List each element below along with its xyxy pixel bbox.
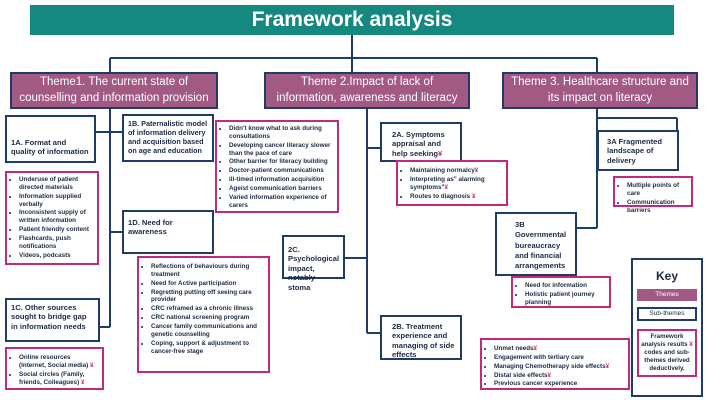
code-item: Videos, podcasts bbox=[19, 252, 94, 260]
code-item: Doctor-patient communications bbox=[229, 167, 334, 175]
key-legend: Key Themes Sub-themes Framework analysis… bbox=[631, 258, 703, 397]
code-item: Managing Chemotherapy side effects¥ bbox=[494, 363, 625, 371]
subtheme-1d: 1D. Need for awareness bbox=[122, 210, 214, 254]
code-text: Distal side effects bbox=[494, 371, 548, 379]
code-item: Coping, support & adjustment to cancer-f… bbox=[151, 340, 265, 356]
code-item: CRC national screening program bbox=[151, 314, 265, 322]
code-item: Varied information experience of carers bbox=[229, 194, 334, 210]
code-text: Interpreting as" alarming symptoms" bbox=[410, 175, 485, 191]
code-item: Patient friendly content bbox=[19, 226, 94, 234]
code-item: Didn't know what to ask during consultat… bbox=[229, 125, 334, 141]
subtheme-2a: 2A. Symptoms appraisal and help seeking¥ bbox=[380, 122, 462, 162]
code-item: Routes to diagnosis ¥ bbox=[410, 193, 503, 201]
code-text: Routes to diagnosis bbox=[410, 192, 471, 200]
code-text: Online resources (Internet, Social media… bbox=[19, 354, 89, 369]
codes-1d: Reflections of behaviours during treatme… bbox=[137, 256, 270, 373]
code-item: Other barrier for literacy building bbox=[229, 158, 334, 166]
subtheme-3b: 3B Governmental bureaucracy and financia… bbox=[495, 212, 577, 276]
code-item: Online resources (Internet, Social media… bbox=[19, 354, 99, 370]
subtheme-2a-label: 2A. Symptoms appraisal and help seeking bbox=[392, 130, 445, 158]
theme-3-box: Theme 3. Healthcare structure and its im… bbox=[502, 72, 698, 109]
code-text: Unmet needs bbox=[494, 345, 534, 352]
code-text: Maintaining normalcy bbox=[410, 167, 475, 174]
key-note: Framework analysis results ¥ codes and s… bbox=[637, 329, 697, 378]
theme-2-box: Theme 2.Impact of lack of information, a… bbox=[264, 72, 470, 109]
code-item: Developing cancer literacy slower than t… bbox=[229, 142, 334, 158]
code-item: Interpreting as" alarming symptoms"¥ bbox=[410, 176, 503, 192]
code-item: Communication barriers bbox=[627, 199, 688, 215]
code-item: ill-timed information acquisition bbox=[229, 176, 334, 184]
code-item: Cancer family communications and genetic… bbox=[151, 323, 265, 339]
code-item: Previous cancer experience bbox=[494, 380, 625, 388]
code-item: Need for Active participation bbox=[151, 280, 265, 288]
code-item: Information supplied verbally bbox=[19, 193, 94, 209]
code-item: Flashcards, push notifications bbox=[19, 235, 94, 251]
marker-symbol: ¥ bbox=[444, 183, 448, 191]
code-item: Ageist communication barriers bbox=[229, 185, 334, 193]
code-item: Underuse of patient directed materials bbox=[19, 176, 94, 192]
subtheme-3a: 3A Fragmented landscape of delivery bbox=[597, 130, 679, 171]
key-subthemes-swatch: Sub-themes bbox=[637, 307, 697, 321]
marker-symbol: ¥ bbox=[689, 341, 693, 349]
code-item: Need for information bbox=[525, 282, 606, 290]
code-item: Engagement with tertiary care bbox=[494, 354, 625, 362]
code-item: Multiple points of care bbox=[627, 182, 688, 198]
codes-1c: Online resources (Internet, Social media… bbox=[5, 347, 104, 390]
codes-2b: Unmet needs¥ Engagement with tertiary ca… bbox=[480, 338, 630, 390]
marker-symbol: ¥ bbox=[547, 371, 552, 379]
code-item: Holistic patient journey planning bbox=[525, 291, 606, 307]
marker-symbol: ¥ bbox=[90, 361, 94, 369]
marker-symbol: ¥ bbox=[474, 167, 479, 174]
code-item: Reflections of behaviours during treatme… bbox=[151, 263, 265, 279]
marker-symbol: ¥ bbox=[80, 378, 85, 386]
code-item: Distal side effects¥ bbox=[494, 372, 625, 380]
subtheme-2c: 2C. Psychological impact, notably stoma bbox=[282, 235, 345, 292]
key-themes-swatch: Themes bbox=[637, 289, 697, 301]
subtheme-2b: 2B. Treatment experience and managing of… bbox=[380, 315, 462, 360]
codes-1a: Underuse of patient directed materials I… bbox=[5, 171, 99, 265]
key-note-prefix: Framework analysis results bbox=[641, 333, 688, 349]
codes-3a: Multiple points of care Communication ba… bbox=[613, 176, 693, 214]
theme-1-box: Theme1. The current state of counselling… bbox=[10, 72, 218, 109]
code-item: Maintaining normalcy¥ bbox=[410, 167, 503, 175]
subtheme-1c: 1C. Other sources sought to bridge gap i… bbox=[5, 298, 100, 342]
subtheme-1b: 1B. Paternalistic model of information d… bbox=[122, 114, 214, 162]
code-item: CRC reframed as a chronic illness bbox=[151, 305, 265, 313]
code-item: Inconsistent supply of written informati… bbox=[19, 209, 94, 225]
codes-1b: Didn't know what to ask during consultat… bbox=[215, 120, 339, 213]
subtheme-1a: 1A. Format and quality of information bbox=[5, 115, 96, 163]
code-item: Regretting putting off seeing care provi… bbox=[151, 289, 265, 305]
code-text: Managing Chemotherapy side effects bbox=[494, 362, 606, 370]
page-title: Framework analysis bbox=[30, 5, 674, 35]
marker-symbol: ¥ bbox=[533, 345, 538, 352]
codes-3b: Need for information Holistic patient jo… bbox=[511, 276, 611, 308]
codes-2a: Maintaining normalcy¥ Interpreting as" a… bbox=[396, 160, 508, 206]
marker-symbol: ¥ bbox=[438, 148, 443, 158]
key-note-suffix: codes and sub-themes derived deductively… bbox=[644, 349, 690, 373]
key-title: Key bbox=[655, 269, 678, 283]
code-text: Social circles (Family, friends, Colleag… bbox=[19, 370, 85, 386]
code-item: Social circles (Family, friends, Colleag… bbox=[19, 371, 99, 387]
marker-symbol: ¥ bbox=[605, 362, 610, 370]
code-item: Unmet needs¥ bbox=[494, 345, 625, 353]
marker-symbol: ¥ bbox=[471, 192, 476, 200]
